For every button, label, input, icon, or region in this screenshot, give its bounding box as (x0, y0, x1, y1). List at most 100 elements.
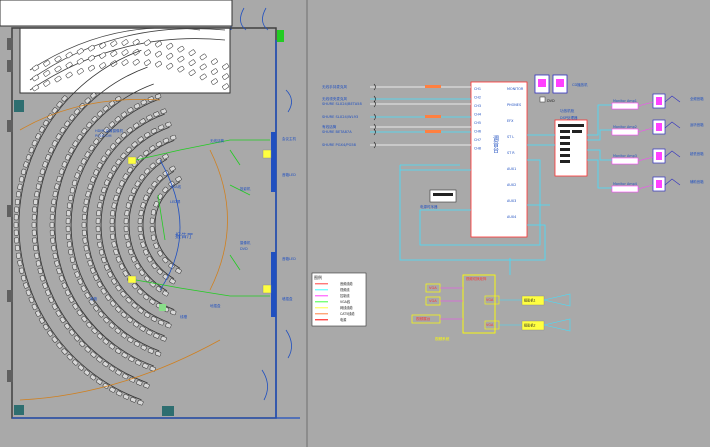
seat (84, 97, 91, 104)
input-device-label: SHURE BETA87A (322, 130, 352, 134)
seat (76, 58, 84, 65)
seat (210, 68, 218, 75)
seat (134, 263, 141, 270)
seat (66, 354, 73, 361)
plan-wiring (135, 139, 270, 297)
seat (72, 140, 79, 147)
seat (100, 155, 107, 162)
seat (165, 322, 172, 329)
seat (58, 275, 65, 282)
processor-box (554, 119, 588, 177)
seat (95, 226, 101, 232)
seat (118, 263, 125, 270)
seat (108, 121, 116, 128)
amplifier-box (611, 102, 639, 110)
projector-label: 投影机2 (524, 323, 536, 328)
hall-label: 报告厅 (175, 232, 193, 240)
seat (54, 55, 62, 63)
seat (79, 340, 86, 347)
seat (99, 42, 107, 49)
seat (110, 50, 118, 57)
seat (66, 233, 71, 240)
seat (47, 330, 54, 337)
seat (137, 136, 144, 143)
seat (95, 218, 101, 224)
seat (118, 180, 125, 187)
power-label: 电源时序器 (420, 204, 438, 209)
legend-label: 视频线 (340, 287, 350, 292)
seat (142, 149, 150, 157)
seat (68, 147, 75, 154)
mixer-title: 调音台 (492, 134, 499, 154)
seat (51, 336, 58, 343)
seat (110, 210, 116, 217)
seat (155, 157, 163, 164)
seat (37, 267, 43, 274)
seat (98, 249, 105, 256)
seat (140, 344, 147, 351)
seat (116, 390, 123, 397)
seat (120, 291, 127, 298)
seat (143, 194, 149, 201)
seat (126, 127, 133, 134)
seat (149, 226, 155, 233)
seat (103, 317, 110, 324)
seat (111, 241, 117, 248)
seat (150, 316, 158, 322)
seat (90, 176, 96, 183)
seat (52, 252, 58, 259)
seat (14, 206, 19, 213)
input-device-label: 有线话筒 (322, 124, 337, 129)
seat (96, 378, 103, 385)
seat (130, 256, 137, 263)
video-system-caption: 视频系统 (435, 336, 450, 341)
seat (153, 242, 159, 249)
seat (155, 93, 162, 100)
seat (90, 92, 97, 99)
seat (124, 210, 130, 217)
seat (14, 245, 20, 251)
seat (124, 233, 130, 240)
seat (51, 198, 57, 205)
seat (13, 229, 19, 236)
seat (31, 139, 38, 147)
seat (123, 218, 129, 224)
svg-text:会议主机: 会议主机 (282, 136, 296, 141)
seat (91, 116, 98, 123)
seat (150, 234, 157, 241)
seat (121, 39, 129, 46)
mixer-output-port: ST L (507, 135, 514, 139)
seat (80, 158, 87, 165)
seat (169, 165, 176, 172)
seat (34, 252, 40, 259)
processor-detail (558, 124, 584, 163)
seat (35, 310, 41, 317)
mixer-output-port: EFX (507, 119, 514, 123)
seat (132, 39, 140, 46)
seat (177, 45, 185, 53)
seat (59, 126, 66, 134)
seat (93, 305, 100, 312)
seat (39, 168, 46, 175)
seat (96, 233, 102, 240)
seat (76, 309, 83, 316)
seat (113, 248, 119, 256)
seat (137, 226, 143, 232)
seat (43, 70, 51, 77)
source-icons: CD播放机 DVD (534, 74, 588, 103)
seat (45, 154, 51, 161)
seat (143, 382, 150, 389)
svg-text:POLYCOM: POLYCOM (95, 134, 112, 138)
seat (68, 296, 75, 303)
svg-text:DVD: DVD (547, 99, 555, 103)
seat (32, 84, 40, 92)
mic-symbol-icon (373, 83, 376, 91)
seat (85, 191, 91, 198)
seat (115, 158, 122, 166)
seat (71, 179, 78, 186)
seat (115, 348, 122, 354)
seat (69, 187, 76, 194)
seat (96, 210, 102, 217)
